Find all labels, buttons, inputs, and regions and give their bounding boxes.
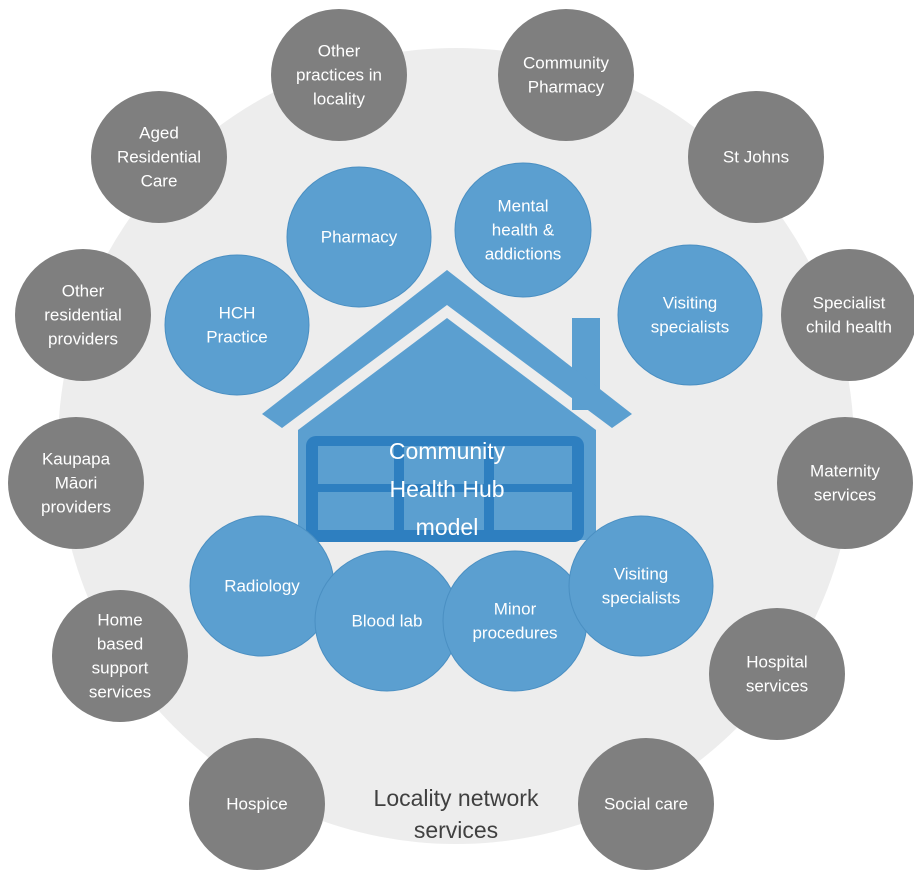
outer-service-home-based-support: Home based support services [52, 590, 188, 722]
outer-service-label: Residential [117, 148, 201, 167]
hub-service-label: specialists [651, 318, 729, 337]
outer-service-label: Other [318, 42, 361, 61]
outer-service-circle [709, 608, 845, 740]
hub-service-visiting-specialists-top: Visiting specialists [617, 244, 763, 386]
hub-service-label: Visiting [663, 294, 718, 313]
outer-service-label: practices in [296, 66, 382, 85]
outer-service-label: Kaupapa [42, 450, 111, 469]
outer-service-label: Maternity [810, 462, 880, 481]
hub-service-label: Minor [494, 600, 537, 619]
outer-service-other-residential-providers: Other residential providers [15, 249, 151, 381]
outer-service-label: services [746, 677, 808, 696]
outer-service-label: support [92, 659, 149, 678]
hub-service-label: procedures [472, 624, 557, 643]
outer-service-label: locality [313, 90, 365, 109]
outer-service-label: child health [806, 318, 892, 337]
caption-line: services [414, 817, 498, 843]
outer-service-maternity-services: Maternity services [777, 417, 913, 549]
hub-service-blood-lab: Blood lab [314, 550, 460, 692]
outer-service-label: providers [41, 498, 111, 517]
outer-service-circle [271, 9, 407, 141]
outer-service-label: providers [48, 330, 118, 349]
outer-service-label: Care [141, 172, 178, 191]
outer-service-circle [91, 91, 227, 223]
locality-caption: Locality network services [374, 785, 539, 843]
hub-service-circle [617, 244, 763, 386]
hub-service-circle [454, 162, 592, 298]
outer-service-other-practices: Other practices in locality [271, 9, 407, 141]
hub-service-mental-health: Mental health & addictions [454, 162, 592, 298]
outer-service-circle [498, 9, 634, 141]
hub-service-label: Practice [206, 328, 267, 347]
outer-service-label: St Johns [723, 148, 789, 167]
outer-service-label: Hospice [226, 795, 287, 814]
outer-service-social-care: Social care [578, 738, 714, 870]
caption-line: Locality network [374, 785, 539, 811]
outer-service-label: Specialist [813, 294, 886, 313]
outer-service-label: Community [523, 54, 609, 73]
hub-service-label: Mental [497, 197, 548, 216]
outer-service-label: Hospital [746, 653, 807, 672]
hub-service-circle [568, 515, 714, 657]
hub-service-pharmacy: Pharmacy [286, 166, 432, 308]
hub-label-line: Health Hub [389, 476, 504, 502]
outer-service-circle [777, 417, 913, 549]
hub-service-label: Pharmacy [321, 228, 398, 247]
hub-service-circle [164, 254, 310, 396]
window-pane [494, 446, 572, 484]
hub-service-label: health & [492, 221, 555, 240]
hub-service-circle [286, 166, 432, 308]
outer-service-circle [578, 738, 714, 870]
outer-service-hospice: Hospice [189, 738, 325, 870]
hub-service-radiology: Radiology [189, 515, 335, 657]
house-roof [262, 270, 632, 428]
outer-service-circle [781, 249, 914, 381]
hub-service-label: Radiology [224, 577, 300, 596]
hub-service-minor-procedures: Minor procedures [442, 550, 588, 692]
outer-service-label: services [89, 683, 151, 702]
hub-service-visiting-specialists-bottom: Visiting specialists [568, 515, 714, 657]
hub-service-label: addictions [485, 245, 562, 264]
hub-service-label: HCH [219, 304, 256, 323]
hub-service-label: Blood lab [352, 612, 423, 631]
hub-service-hch-practice: HCH Practice [164, 254, 310, 396]
hub-label-line: model [416, 514, 479, 540]
outer-service-label: Māori [55, 474, 98, 493]
hub-service-circle [442, 550, 588, 692]
outer-service-circle [189, 738, 325, 870]
hub-label-line: Community [389, 438, 506, 464]
window-pane [494, 492, 572, 530]
outer-service-specialist-child-health: Specialist child health [781, 249, 914, 381]
outer-service-label: residential [44, 306, 122, 325]
outer-service-label: based [97, 635, 143, 654]
outer-service-circle [15, 249, 151, 381]
window-pane [318, 446, 394, 484]
window-pane [318, 492, 394, 530]
outer-service-label: Home [97, 611, 142, 630]
outer-service-label: Pharmacy [528, 78, 605, 97]
window-pane [404, 446, 484, 484]
house-icon [262, 270, 632, 542]
outer-service-label: Aged [139, 124, 179, 143]
outer-service-circle [8, 417, 144, 549]
outer-service-label: Other [62, 282, 105, 301]
house-window-panes [318, 446, 572, 530]
hub-service-label: Visiting [614, 565, 669, 584]
hub-service-label: specialists [602, 589, 680, 608]
outer-service-st-johns: St Johns [688, 91, 824, 223]
window-pane [404, 492, 484, 530]
outer-service-label: Social care [604, 795, 688, 814]
outer-service-hospital-services: Hospital services [709, 608, 845, 740]
outer-service-circle [688, 91, 824, 223]
outer-service-label: services [814, 486, 876, 505]
outer-service-circle [52, 590, 188, 722]
